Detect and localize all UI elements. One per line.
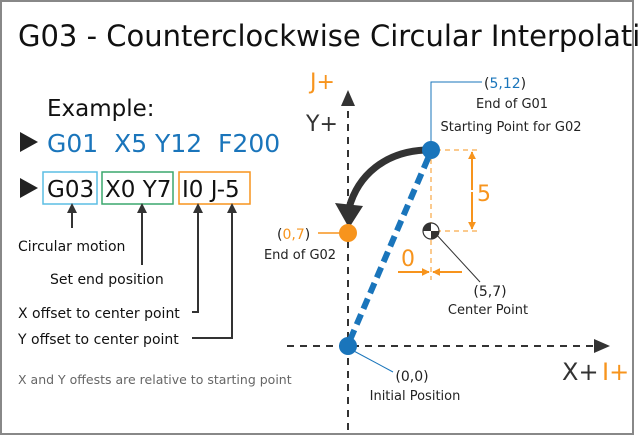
origin-leader <box>351 349 394 373</box>
origin-point <box>339 337 357 355</box>
start-coord: (5,12) <box>484 76 526 92</box>
annotation-arrows <box>67 203 237 339</box>
i-dimension: 0 <box>401 247 415 272</box>
g01-line: G01 X5 Y12 F200 <box>47 129 280 158</box>
g03-code: G03 <box>47 177 94 203</box>
y-axis-label: Y+ <box>305 112 338 137</box>
ij-box <box>178 171 251 205</box>
end-coord: (0,7) <box>277 227 310 243</box>
start-point <box>422 141 440 159</box>
start-label-1: End of G01 <box>476 97 548 112</box>
x-axis-label: X+ <box>562 358 599 386</box>
j-dimension: 5 <box>477 182 491 207</box>
xy-code: X0 Y7 <box>105 177 171 203</box>
start-leader <box>430 81 482 150</box>
footnote: X and Y offests are relative to starting… <box>18 372 292 387</box>
j-axis-label: J+ <box>308 70 335 95</box>
arc-arrow-icon <box>335 203 363 228</box>
g03-arc <box>345 146 426 210</box>
start-label-2: Starting Point for G02 <box>440 120 581 135</box>
ij-code: I0 J-5 <box>182 177 240 203</box>
dimension-lines <box>318 149 477 280</box>
x-axis-arrow-icon <box>594 339 610 353</box>
origin-coord: (0,0) <box>395 369 428 385</box>
origin-label: Initial Position <box>370 389 461 404</box>
x-offset-label: X offset to center point <box>18 306 180 322</box>
bullet-arrow-icon <box>20 132 38 152</box>
bullet-arrow-icon <box>20 178 38 198</box>
title: G03 - Counterclockwise Circular Interpol… <box>18 19 640 53</box>
end-label: End of G02 <box>264 248 336 263</box>
end-point <box>339 224 357 242</box>
y-axis-arrow-icon <box>341 90 355 106</box>
circular-motion-label: Circular motion <box>18 239 125 255</box>
center-point-icon <box>422 222 440 240</box>
i-axis-label: I+ <box>602 358 629 386</box>
end-position-label: Set end position <box>50 272 164 288</box>
center-coord: (5,7) <box>473 284 506 300</box>
y-offset-label: Y offset to center point <box>17 332 179 348</box>
center-label: Center Point <box>448 303 528 318</box>
example-heading: Example: <box>47 96 155 122</box>
center-leader <box>434 232 481 283</box>
